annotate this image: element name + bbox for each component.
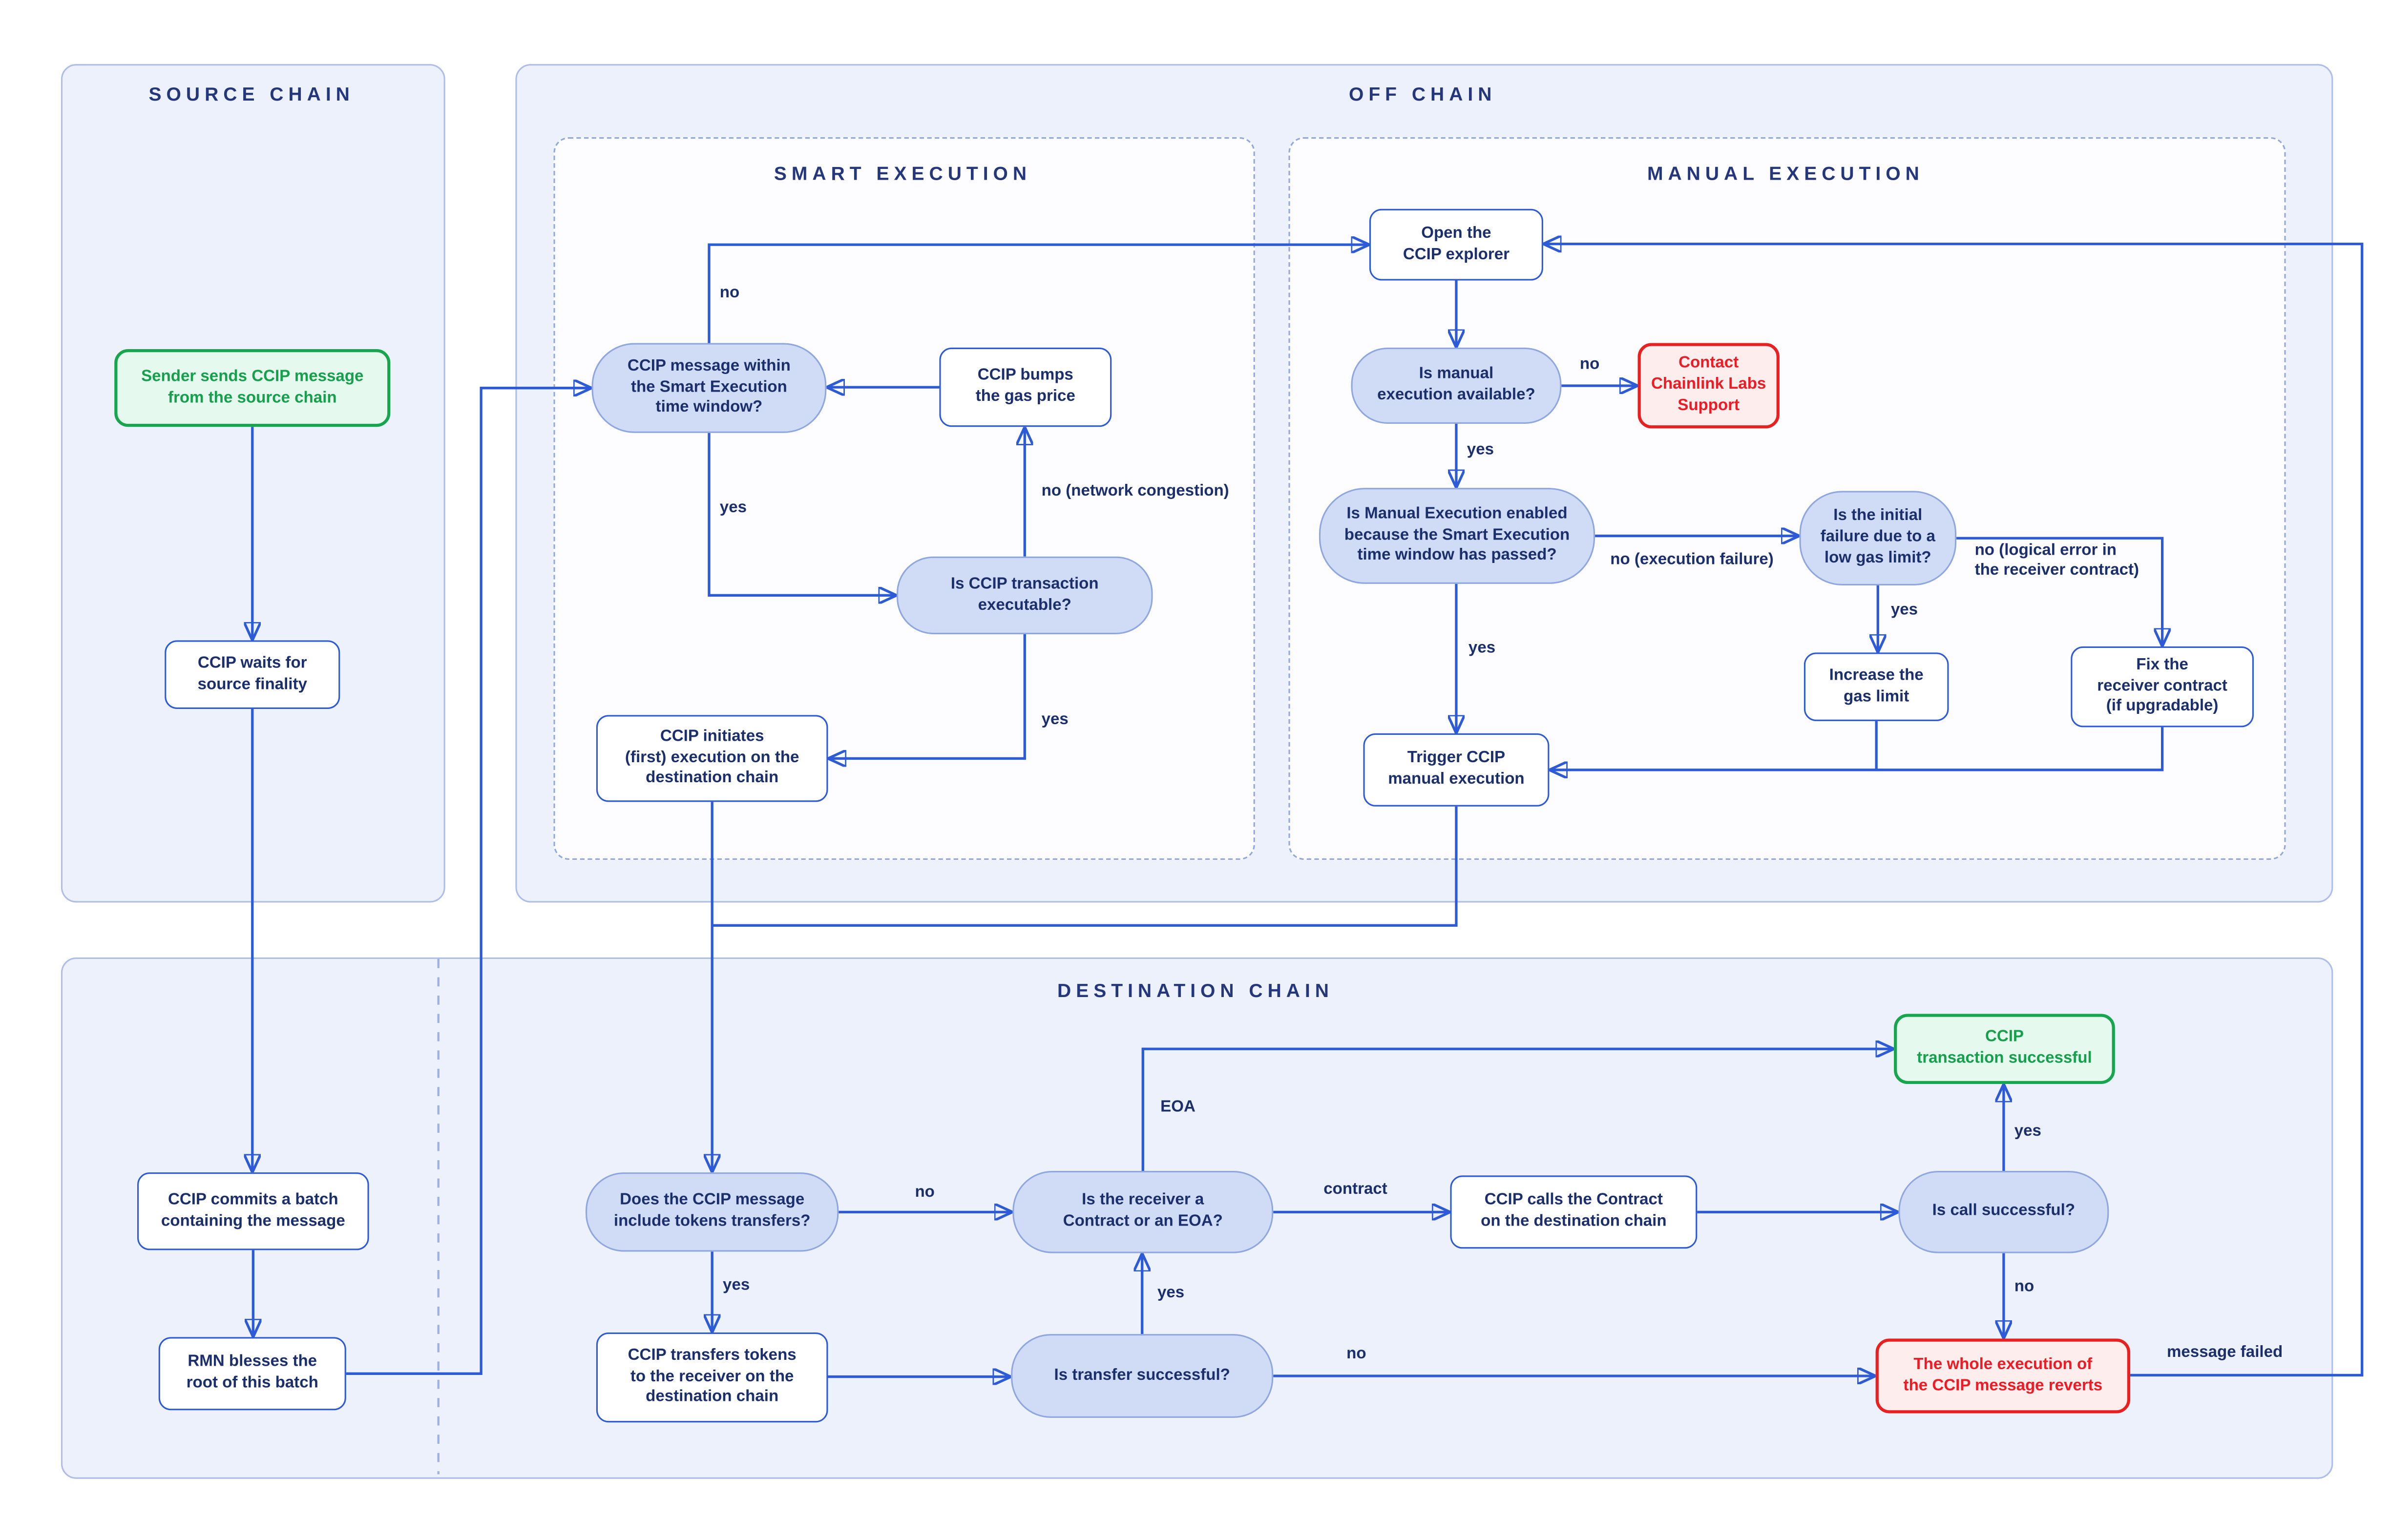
node-rmn-blesses-root: RMN blesses the root of this batch <box>158 1337 346 1411</box>
edge-label-transfer-yes: yes <box>1157 1284 1185 1302</box>
node-ccip-commits-batch: CCIP commits a batch containing the mess… <box>137 1172 369 1250</box>
edge-label-smart-no: no <box>719 283 740 302</box>
panel-title-manual-execution: MANUAL EXECUTION <box>1647 163 1924 185</box>
node-is-call-successful: Is call successful? <box>1898 1171 2109 1253</box>
edge-label-transfer-no: no <box>1346 1345 1366 1363</box>
node-ccip-initiates-execution: CCIP initiates (first) execution on the … <box>596 715 828 802</box>
edge-label-enabled-yes: yes <box>1468 639 1496 657</box>
node-initial-failure-low-gas: Is the initial failure due to a low gas … <box>1799 491 1957 586</box>
node-sender-sends-message: Sender sends CCIP message from the sourc… <box>114 349 391 427</box>
edge-label-execution-failure: no (execution failure) <box>1610 550 1774 569</box>
edge-label-tokens-yes: yes <box>723 1276 750 1294</box>
node-ccip-calls-contract: CCIP calls the Contract on the destinati… <box>1450 1175 1698 1249</box>
edge-receiver-eoa-to-success <box>1141 1049 1892 1171</box>
node-ccip-transfers-tokens: CCIP transfers tokens to the receiver on… <box>596 1332 828 1423</box>
edge-label-call-no: no <box>2014 1277 2034 1296</box>
edge-initial-failure-no-to-fix <box>1956 537 2162 645</box>
edge-executable-yes-to-initiates <box>830 634 1026 758</box>
panel-title-off-chain: OFF CHAIN <box>1349 83 1497 105</box>
node-increase-gas-limit: Increase the gas limit <box>1804 652 1949 721</box>
edge-label-network-congestion: no (network congestion) <box>1041 481 1229 500</box>
edge-label-low-gas-yes: yes <box>1890 601 1918 619</box>
edge-label-manual-available-yes: yes <box>1467 440 1494 459</box>
edge-label-tokens-no: no <box>915 1183 935 1202</box>
node-open-ccip-explorer: Open the CCIP explorer <box>1369 208 1543 281</box>
edge-label-logical-error: no (logical error in the receiver contra… <box>1974 541 2139 580</box>
node-receiver-contract-or-eoa: Is the receiver a Contract or an EOA? <box>1012 1171 1274 1253</box>
node-is-transfer-successful: Is transfer successful? <box>1011 1334 1274 1418</box>
panel-title-source-chain: SOURCE CHAIN <box>148 83 355 105</box>
node-ccip-bumps-gas: CCIP bumps the gas price <box>939 347 1112 427</box>
edge-label-smart-yes: yes <box>719 499 747 517</box>
node-includes-token-transfers: Does the CCIP message include tokens tra… <box>586 1172 839 1252</box>
node-trigger-manual-execution: Trigger CCIP manual execution <box>1363 733 1550 807</box>
node-contact-chainlink-support: Contact Chainlink Labs Support <box>1637 343 1780 429</box>
edge-msg-within-yes-to-executable <box>708 433 895 596</box>
edge-rmn-to-msg-within <box>346 388 590 1375</box>
edge-label-eoa: EOA <box>1160 1098 1196 1116</box>
edge-label-contract: contract <box>1323 1180 1387 1199</box>
node-is-manual-enabled: Is Manual Execution enabled because the … <box>1319 488 1595 584</box>
node-ccip-waits-finality: CCIP waits for source finality <box>165 640 340 709</box>
edge-label-executable-yes: yes <box>1041 710 1069 729</box>
edge-label-message-failed: message failed <box>2167 1343 2283 1362</box>
node-ccip-transaction-successful: CCIP transaction successful <box>1894 1014 2115 1084</box>
node-is-tx-executable: Is CCIP transaction executable? <box>897 556 1153 634</box>
edge-message-failed-to-explorer <box>1545 244 2364 1377</box>
node-is-manual-available: Is manual execution available? <box>1351 347 1562 424</box>
panel-title-smart-execution: SMART EXECUTION <box>774 163 1032 185</box>
node-msg-within-window: CCIP message within the Smart Execution … <box>591 343 827 433</box>
edge-msg-within-no-to-explorer <box>708 245 1368 343</box>
node-whole-execution-reverts: The whole execution of the CCIP message … <box>1875 1338 2131 1414</box>
edge-fix-to-trigger <box>1551 727 2164 770</box>
panel-title-destination-chain: DESTINATION CHAIN <box>1057 980 1334 1002</box>
edge-label-call-yes: yes <box>2014 1122 2041 1141</box>
edge-label-manual-available-no: no <box>1579 355 1600 374</box>
edge-trigger-to-destination <box>712 806 1458 927</box>
node-fix-receiver-contract: Fix the receiver contract (if upgradable… <box>2071 646 2254 728</box>
